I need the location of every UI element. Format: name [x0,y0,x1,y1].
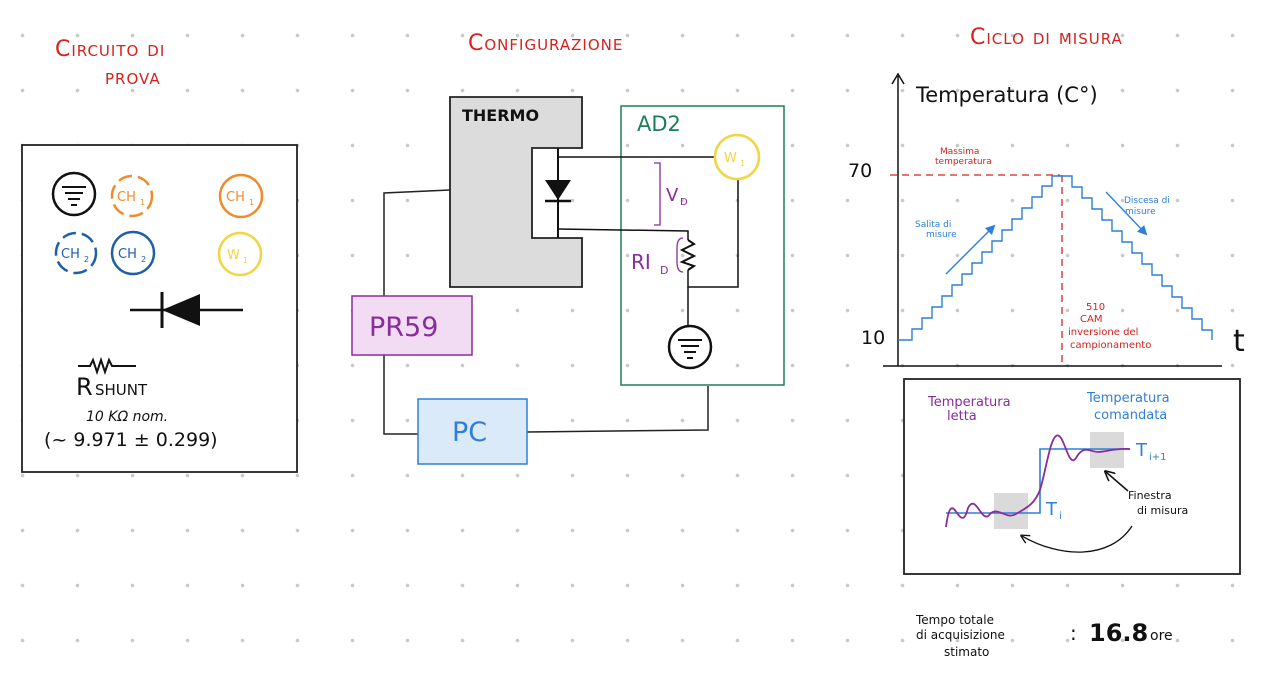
rid-label: RI [631,250,651,274]
rshunt-sub: SHUNT [95,381,148,399]
ti-sub: i [1059,511,1062,522]
cycle-xlabel: t [1233,324,1245,359]
ch2-probe-icon: CH 2 [54,231,98,275]
acquisition-time: Tempo totale di acquisizione stimato : 1… [915,613,1173,659]
ch1-label: CH [117,190,136,205]
rid-sub: D [660,264,668,277]
inset-letta-line2: letta [947,409,977,424]
inversione-d: campionamento [1070,340,1151,351]
rshunt-measured: (~ 9.971 ± 0.299) [44,429,218,451]
ch1-sub: 1 [140,198,145,207]
pr59-box [351,295,473,356]
finestra-line2: di misura [1137,504,1188,517]
inset-box: Temperatura letta Temperatura comandata … [903,378,1241,575]
footer-value: 16.8 [1089,619,1148,647]
pr59-label: PR59 [369,312,438,343]
diode-icon [130,292,243,328]
cycle-ylabel: Temperatura (C°) [915,83,1098,107]
inversione-b: CAM [1080,314,1102,325]
finestra-line1: Finestra [1128,489,1172,502]
ch2-label: CH [61,247,80,262]
ti-label: T [1045,499,1058,520]
inset-letta-line1: Temperatura [927,395,1011,410]
ti1-sub: i+1 [1149,452,1167,463]
ch1-solid-icon: CH 1 [218,173,264,219]
cycle-chart: Temperatura (C°) t 70 10 Massima tempera… [848,72,1245,367]
salita-line1: Salita di [915,220,951,230]
staircase-up [898,175,1062,341]
discesa-line1: Discesa di [1124,196,1170,206]
ad2-box [620,105,785,386]
title-circuito-line2: prova [105,65,161,90]
rshunt-symbol: R SHUNT 10 KΩ nom. (~ 9.971 ± 0.299) [44,356,218,451]
ad2-label: AD2 [637,112,681,136]
w1-legend-sub: 1 [243,256,248,265]
inset-comandata-line2: comandata [1094,408,1167,423]
vd-label: V [666,185,679,206]
ch2-solid-icon: CH 2 [110,230,156,276]
inset-comandata-line1: Temperatura [1086,391,1170,406]
read-temperature-curve [945,434,1131,528]
thermo-block [449,96,583,288]
salita-line2: misure [926,230,957,240]
discesa-line2: misure [1125,207,1156,217]
cycle-y-70: 70 [848,160,872,182]
footer-line2: di acquisizione [916,628,1005,642]
rshunt-nominal: 10 KΩ nom. [86,409,168,425]
footer-line1: Tempo totale [915,613,994,627]
rid-resistor-icon [679,239,697,271]
ch2-solid-sub: 2 [141,255,146,264]
ch2-solid-label: CH [118,247,137,262]
max-temp-line2: temperatura [935,157,992,167]
inversione-a: 510 [1086,302,1105,313]
w1-config-label: W [724,151,737,166]
rshunt-label: R [76,373,93,401]
cycle-y-10: 10 [861,327,885,349]
ch1-probe-icon: CH 1 [110,174,154,218]
title-ciclo: Ciclo di misura [970,25,1123,50]
dut-diode-icon [545,180,571,200]
ground-icon [51,171,97,217]
vd-sub: D [680,197,688,208]
w1-config-sub: 1 [740,159,745,168]
pc-box [417,398,528,465]
staircase-down [1062,175,1213,340]
footer-unit: ore [1150,628,1173,644]
ground-config-icon [667,324,713,370]
pc-label: PC [452,417,487,448]
title-configurazione: Configurazione [468,31,623,56]
ch1-solid-label: CH [226,190,245,205]
ti1-label: T [1135,440,1148,461]
configuration-diagram: THERMO AD2 RI D V D W 1 [351,96,785,465]
w1-generator-icon: W 1 [217,231,263,277]
ch2-sub: 2 [84,255,89,264]
w1-legend-label: W [227,248,240,263]
window-ti [994,493,1028,529]
title-circuito-line1: Circuito di [55,37,165,62]
max-temp-line1: Massima [940,147,979,157]
footer-colon: : [1070,621,1077,645]
footer-line3: stimato [944,645,989,659]
w1-generator-config-icon: W 1 [713,133,761,181]
inversione-c: inversione del [1068,327,1138,338]
circuit-legend-box: CH 1 CH 1 CH 2 CH 2 W 1 [21,144,298,473]
ch1-solid-sub: 1 [249,198,254,207]
thermo-label: THERMO [462,106,539,125]
